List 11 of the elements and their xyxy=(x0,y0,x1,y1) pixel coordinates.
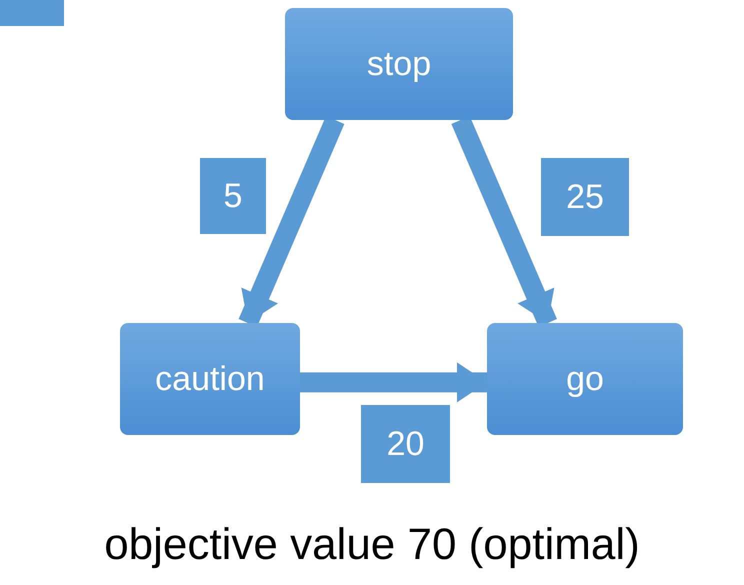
process-box xyxy=(487,323,683,435)
node-label: stop xyxy=(366,44,432,84)
caption: objective value 70 (optimal) xyxy=(103,520,641,570)
edge-label: 5 xyxy=(200,158,266,234)
process-box xyxy=(120,323,300,435)
process-box xyxy=(285,8,513,120)
node-label: caution xyxy=(155,360,265,398)
edge-label: 20 xyxy=(361,405,450,483)
node-label: go xyxy=(566,360,604,398)
block-arrow xyxy=(300,362,487,402)
edge-label: 25 xyxy=(541,158,629,236)
